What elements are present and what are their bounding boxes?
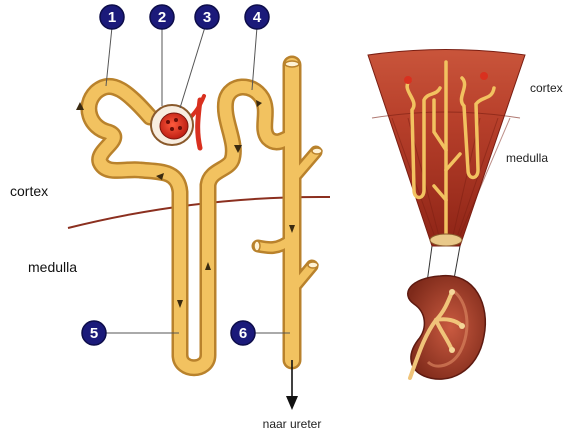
marker-1: 1 — [100, 5, 124, 29]
medulla-label-right: medulla — [506, 151, 548, 165]
marker-2: 2 — [150, 5, 174, 29]
marker-6: 6 — [231, 321, 255, 345]
marker-4: 4 — [245, 5, 269, 29]
marker-3: 3 — [195, 5, 219, 29]
medulla-label-left: medulla — [28, 259, 77, 275]
cortex-label-left: cortex — [10, 183, 48, 199]
svg-text:4: 4 — [253, 9, 262, 26]
kidney — [408, 276, 486, 379]
svg-text:1: 1 — [108, 9, 116, 26]
glomerulus — [151, 96, 204, 148]
marker-5: 5 — [82, 321, 106, 345]
svg-text:6: 6 — [239, 325, 247, 342]
cortex-label-right: cortex — [530, 81, 563, 95]
svg-text:5: 5 — [90, 325, 98, 342]
svg-text:3: 3 — [203, 9, 211, 26]
renal-pyramid — [368, 50, 525, 247]
svg-text:2: 2 — [158, 9, 166, 26]
ureter-label: naar ureter — [263, 417, 322, 431]
leader-lines — [106, 27, 290, 333]
